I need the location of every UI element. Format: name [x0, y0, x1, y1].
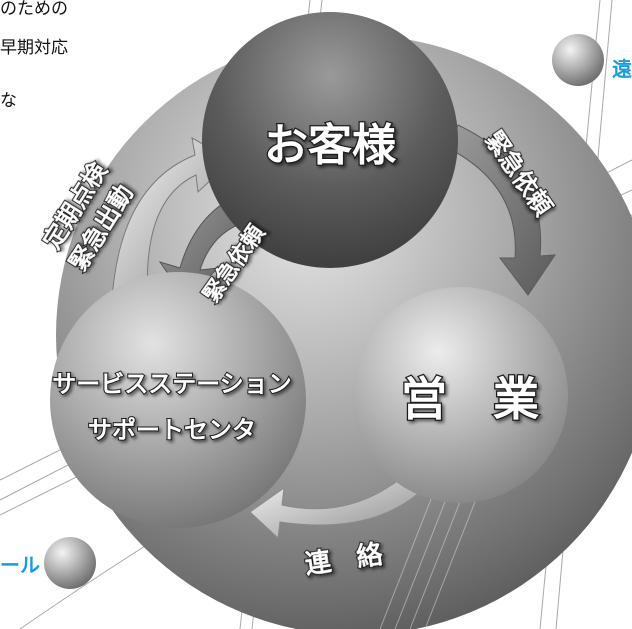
customer-label: お客様 [264, 120, 397, 171]
service-sphere [50, 272, 306, 528]
edge-label-right: 遠 [612, 57, 632, 81]
sales-sphere [352, 287, 568, 503]
sales-label: 営 業 [401, 372, 539, 426]
service-label-line1: サービスステーション [52, 370, 292, 398]
intro-line-1: のための [0, 0, 68, 19]
service-label-line2: サポートセンタ [88, 416, 256, 444]
customer-sphere [202, 12, 458, 268]
decor-ball-left [44, 537, 96, 589]
intro-line-2: 早期対応 [0, 38, 68, 58]
decor-ball-right [552, 34, 604, 86]
intro-line-3: な [0, 91, 17, 111]
edge-label-left: ール [0, 553, 40, 577]
arrow-bottom [249, 474, 421, 540]
arrow-top-right [447, 124, 556, 296]
